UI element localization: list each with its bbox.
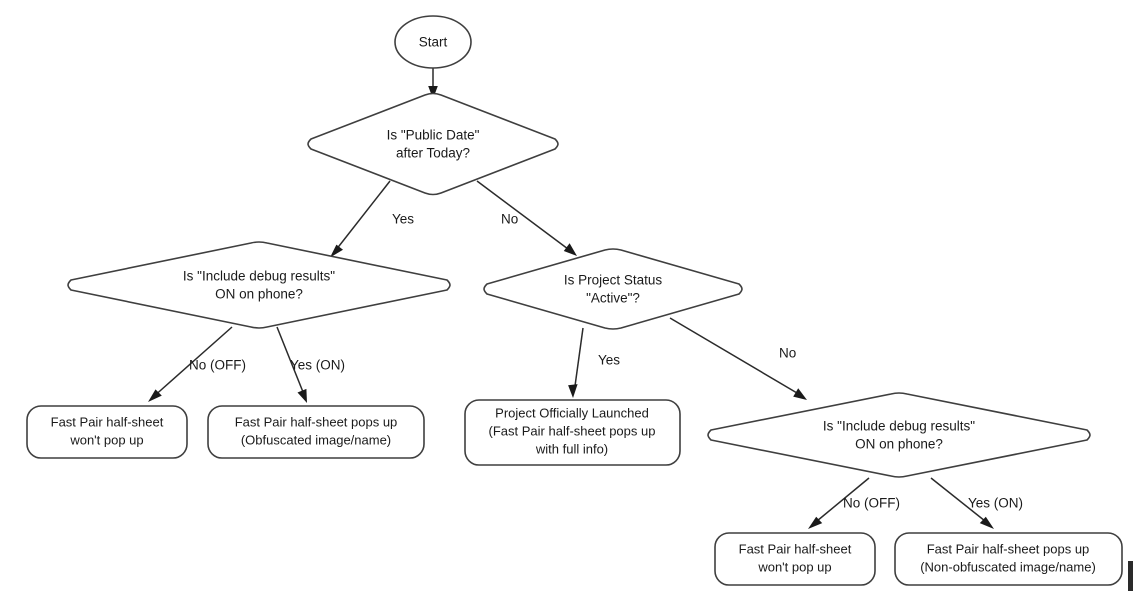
edge-q3-yes: Yes <box>568 327 620 398</box>
output-label-line2: won't pop up <box>757 559 831 574</box>
decision-label-line2: ON on phone? <box>855 437 943 452</box>
decision-label-line1: Is Project Status <box>564 273 663 288</box>
output-label-line1: Fast Pair half-sheet <box>739 541 852 556</box>
node-output-no-popup-left[interactable]: Fast Pair half-sheet won't pop up <box>26 405 188 459</box>
edge-label-no: No <box>779 346 796 361</box>
start-ellipse-shape <box>394 15 472 69</box>
arrowhead-icon <box>563 243 577 256</box>
arrowhead-icon <box>297 388 307 403</box>
node-decision-public-date[interactable]: Is "Public Date" after Today? <box>307 92 559 196</box>
decision-label-line2: "Active"? <box>586 291 640 306</box>
decision-label-line1: Is "Include debug results" <box>823 419 975 434</box>
edge-line <box>930 477 986 522</box>
node-output-non-obfuscated[interactable]: Fast Pair half-sheet pops up (Non-obfusc… <box>894 532 1123 586</box>
edge-q1-yes: Yes <box>330 180 414 258</box>
arrowhead-icon <box>148 389 162 402</box>
output-label-line2: (Fast Pair half-sheet pops up <box>489 423 656 438</box>
node-decision-project-status[interactable]: Is Project Status "Active"? <box>483 248 743 330</box>
node-decision-debug-left[interactable]: Is "Include debug results" ON on phone? <box>67 241 451 329</box>
arrowhead-icon <box>979 516 994 529</box>
arrowhead-icon <box>793 388 807 400</box>
edge-line <box>816 477 870 522</box>
decision-label-line2: ON on phone? <box>215 287 303 302</box>
decision-diamond-shape <box>67 241 451 329</box>
node-output-obfuscated[interactable]: Fast Pair half-sheet pops up (Obfuscated… <box>207 405 425 459</box>
node-output-no-popup-right[interactable]: Fast Pair half-sheet won't pop up <box>714 532 876 586</box>
edge-q3-no: No <box>669 317 807 400</box>
decision-label-line1: Is "Public Date" <box>387 128 480 143</box>
edge-q1-no: No <box>476 180 577 256</box>
output-label-line2: (Obfuscated image/name) <box>241 432 391 447</box>
node-decision-debug-right[interactable]: Is "Include debug results" ON on phone? <box>707 392 1091 478</box>
output-rounded-rect-shape <box>464 399 681 466</box>
edge-line <box>276 326 304 393</box>
edge-line <box>336 180 391 249</box>
edge-line <box>476 180 569 250</box>
output-rounded-rect-shape <box>207 405 425 459</box>
node-start[interactable]: Start <box>394 15 472 69</box>
edge-label-no: No <box>501 212 518 227</box>
output-rounded-rect-shape <box>714 532 876 586</box>
output-label-line1: Fast Pair half-sheet pops up <box>235 414 398 429</box>
output-label-line1: Project Officially Launched <box>495 405 649 420</box>
decision-label-line2: after Today? <box>396 146 470 161</box>
output-label-line1: Fast Pair half-sheet <box>51 414 164 429</box>
arrowhead-icon <box>568 384 578 398</box>
edge-label-no-off: No (OFF) <box>189 358 246 373</box>
node-output-project-launched[interactable]: Project Officially Launched (Fast Pair h… <box>464 399 681 466</box>
edge-line <box>574 327 584 387</box>
output-label-line2: won't pop up <box>69 432 143 447</box>
output-rounded-rect-shape <box>894 532 1123 586</box>
decision-label-line1: Is "Include debug results" <box>183 269 335 284</box>
output-label-line3: with full info) <box>535 441 608 456</box>
edge-q2-yes-on: Yes (ON) <box>276 326 345 403</box>
edge-q4-yes-on: Yes (ON) <box>930 477 1023 529</box>
arrowhead-icon <box>808 516 823 529</box>
edge-label-yes: Yes <box>598 353 620 368</box>
decision-diamond-shape <box>307 92 559 196</box>
edge-label-yes-on: Yes (ON) <box>290 358 345 373</box>
edge-label-yes-on: Yes (ON) <box>968 496 1023 511</box>
edge-line <box>156 326 233 395</box>
edge-q4-no-off: No (OFF) <box>808 477 900 529</box>
edge-line <box>669 317 798 394</box>
arrowhead-icon <box>428 86 438 99</box>
output-rounded-rect-shape <box>26 405 188 459</box>
edges-layer: Yes No No (OFF) Yes (ON) <box>148 68 1023 529</box>
start-label: Start <box>419 35 448 50</box>
output-label-line1: Fast Pair half-sheet pops up <box>927 541 1090 556</box>
edge-crop-artifact <box>1128 561 1133 591</box>
edge-label-yes: Yes <box>392 212 414 227</box>
output-label-line2: (Non-obfuscated image/name) <box>920 559 1096 574</box>
edge-q2-no-off: No (OFF) <box>148 326 246 402</box>
edge-start-to-q1 <box>428 68 438 99</box>
decision-diamond-shape <box>707 392 1091 478</box>
decision-diamond-shape <box>483 248 743 330</box>
edge-label-no-off: No (OFF) <box>843 496 900 511</box>
arrowhead-icon <box>330 244 343 258</box>
